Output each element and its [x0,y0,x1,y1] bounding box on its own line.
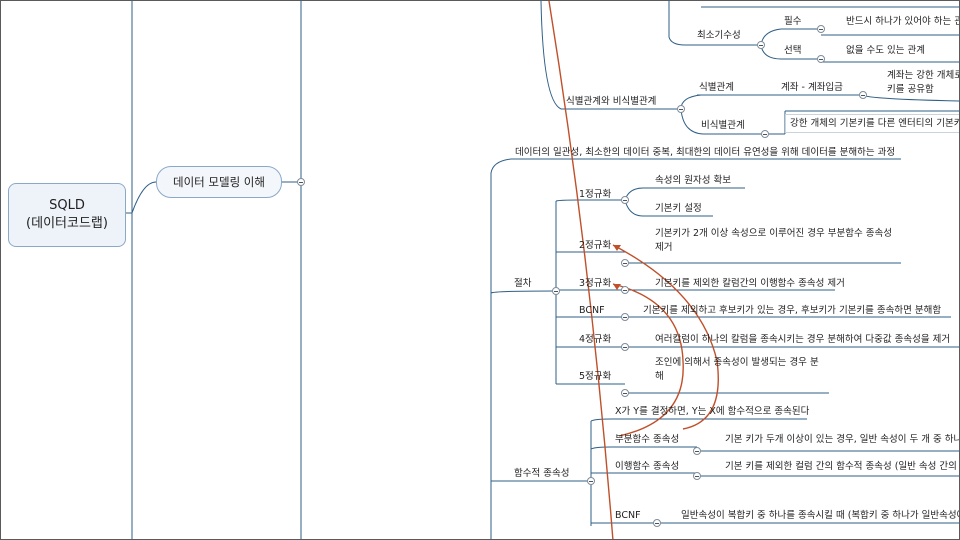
root-node[interactable]: SQLD (데이터코드랩) [8,183,126,247]
node-1nf-primary-key[interactable]: 기본키 설정 [655,203,702,214]
topic-label: 데이터 모델링 이해 [173,175,265,189]
node-5nf-desc-2[interactable]: 해 [655,371,664,382]
node-transitive-dependency-desc[interactable]: 기본 키를 제외한 컬럼 간의 함수적 종속성 (일반 속성 간의 종 [725,461,960,472]
node-partial-dependency-desc[interactable]: 기본 키가 두개 이상이 있는 경우, 일반 속성이 두 개 중 하나 [725,434,960,445]
node-transitive-dependency[interactable]: 이행함수 종속성 [615,461,680,472]
collapse-toggle-icon[interactable] [859,91,867,99]
node-5nf-desc-1[interactable]: 조인에 의해서 종속성이 발생되는 경우 분 [655,357,819,368]
collapse-toggle-icon[interactable] [621,343,629,351]
collapse-toggle-icon[interactable] [552,287,560,295]
node-dependency-bcnf-desc[interactable]: 일반속성이 복합키 중 하나를 종속시킬 때 (복합키 중 하나가 일반속성에 [681,510,960,521]
collapse-toggle-icon[interactable] [817,55,825,63]
node-partial-dependency[interactable]: 부분함수 종속성 [615,434,680,445]
node-1nf[interactable]: 1정규화 [579,189,612,200]
node-2nf[interactable]: 2정규화 [579,240,612,251]
collapse-toggle-icon[interactable] [297,178,305,186]
node-5nf[interactable]: 5정규화 [579,371,612,382]
node-optional[interactable]: 선택 [784,45,802,56]
node-optional-desc[interactable]: 없을 수도 있는 관계 [846,45,925,56]
root-subtitle: (데이터코드랩) [26,216,108,231]
collapse-toggle-icon[interactable] [587,477,595,485]
collapse-toggle-icon[interactable] [621,389,629,397]
node-2nf-desc-2[interactable]: 제거 [655,242,673,253]
collapse-toggle-icon[interactable] [757,41,765,49]
node-3nf-desc[interactable]: 기본키를 제외한 칼럼간의 이행함수 종속성 제거 [655,278,845,289]
node-non-identifying-desc[interactable]: 강한 개체의 기본키를 다른 엔터티의 기본키 [785,114,959,133]
collapse-toggle-icon[interactable] [693,447,701,455]
node-procedure[interactable]: 절차 [514,278,532,289]
node-4nf-desc[interactable]: 여러칼럼이 하나의 칼럼을 종속시키는 경우 분해하여 다중값 종속성을 제거 [655,334,951,345]
node-2nf-desc-1[interactable]: 기본키가 2개 이상 속성으로 이루어진 경우 부분함수 종속성 [655,228,892,239]
topic-node-data-modeling[interactable]: 데이터 모델링 이해 [156,166,282,198]
node-1nf-atomicity[interactable]: 속성의 원자성 확보 [655,175,731,186]
collapse-toggle-icon[interactable] [621,286,629,294]
node-dependency-bcnf[interactable]: BCNF [615,510,641,521]
node-functional-dependency[interactable]: 함수적 종속성 [514,468,570,479]
node-3nf[interactable]: 3정규화 [579,278,612,289]
node-identifying[interactable]: 식별관계 [699,82,734,93]
node-min-cardinality[interactable]: 최소기수성 [697,30,741,41]
node-normalization-definition[interactable]: 데이터의 일관성, 최소한의 데이터 중복, 최대한의 데이터 유연성을 위해 … [515,147,896,158]
collapse-toggle-icon[interactable] [693,472,701,480]
node-identifying-desc-1[interactable]: 계좌는 강한 개체로 [887,70,960,81]
node-dependency-definition[interactable]: X가 Y를 결정하면, Y는 X에 함수적으로 종속된다 [615,406,810,417]
collapse-toggle-icon[interactable] [621,313,629,321]
node-identifying-relations[interactable]: 식별관계와 비식별관계 [566,96,657,107]
node-required-desc[interactable]: 반드시 하나가 있어야 하는 관 [846,16,960,27]
node-identifying-desc-2[interactable]: 키를 공유함 [887,84,934,95]
node-identifying-example[interactable]: 계좌 - 계좌입금 [781,82,843,93]
collapse-toggle-icon[interactable] [653,519,661,527]
node-4nf[interactable]: 4정규화 [579,334,612,345]
collapse-toggle-icon[interactable] [817,25,825,33]
collapse-toggle-icon[interactable] [621,196,629,204]
collapse-toggle-icon[interactable] [677,105,685,113]
node-required[interactable]: 필수 [784,16,802,27]
node-bcnf-desc[interactable]: 기본키를 제외하고 후보키가 있는 경우, 후보키가 기본키를 종속하면 분해함 [643,305,942,316]
node-bcnf[interactable]: BCNF [579,305,605,316]
node-non-identifying[interactable]: 비식별관계 [701,120,745,131]
root-title: SQLD [49,198,85,213]
collapse-toggle-icon[interactable] [761,130,769,138]
collapse-toggle-icon[interactable] [621,259,629,267]
